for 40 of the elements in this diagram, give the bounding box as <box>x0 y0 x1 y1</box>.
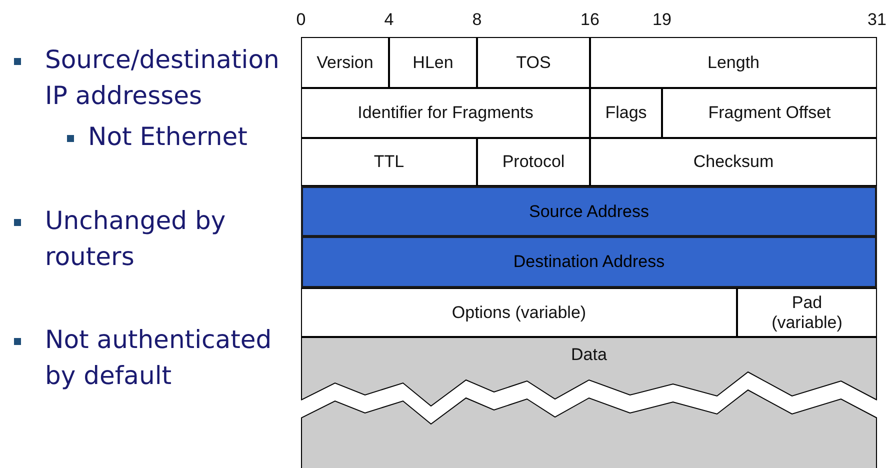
field-label: Options (variable) <box>452 302 586 322</box>
bullet-text: Not authenticated by default <box>45 324 273 392</box>
highlighted-field-box <box>301 236 877 288</box>
field-label: Data <box>571 345 607 365</box>
field-label: Flags <box>605 103 647 123</box>
field-box <box>301 37 389 88</box>
field-box <box>477 37 590 88</box>
bit-number: 19 <box>652 10 672 30</box>
field-label: TOS <box>516 52 551 72</box>
field-box <box>662 88 877 138</box>
field-label: Protocol <box>502 152 565 172</box>
data-region <box>301 337 877 468</box>
bullet-text: Source/destination IP addresses <box>45 44 280 112</box>
field-box <box>301 88 590 138</box>
field-box <box>301 288 737 337</box>
bit-number: 4 <box>384 10 394 30</box>
field-box <box>590 37 877 88</box>
field-label: Destination Address <box>513 252 665 272</box>
bit-number: 0 <box>296 10 306 30</box>
field-box <box>590 138 877 186</box>
field-label: Checksum <box>693 152 774 172</box>
field-label: HLen <box>412 52 454 72</box>
field-box <box>477 138 590 186</box>
highlighted-field-box <box>301 186 877 237</box>
bullet-text: Not Ethernet <box>88 121 248 153</box>
field-label: Pad (variable) <box>770 292 844 332</box>
field-label: Identifier for Fragments <box>358 103 534 123</box>
bit-number: 8 <box>472 10 482 30</box>
field-box <box>389 37 477 88</box>
field-label: TTL <box>374 152 404 172</box>
bit-number: 31 <box>868 10 886 30</box>
field-label: Source Address <box>528 202 649 222</box>
bullet-text: Unchanged by routers <box>45 205 227 273</box>
field-label: Fragment Offset <box>708 103 831 123</box>
field-box <box>301 138 477 186</box>
bit-number: 16 <box>580 10 600 30</box>
field-box <box>737 288 877 337</box>
field-label: Version <box>316 52 374 72</box>
field-label: Length <box>708 52 760 72</box>
field-box <box>590 88 662 138</box>
